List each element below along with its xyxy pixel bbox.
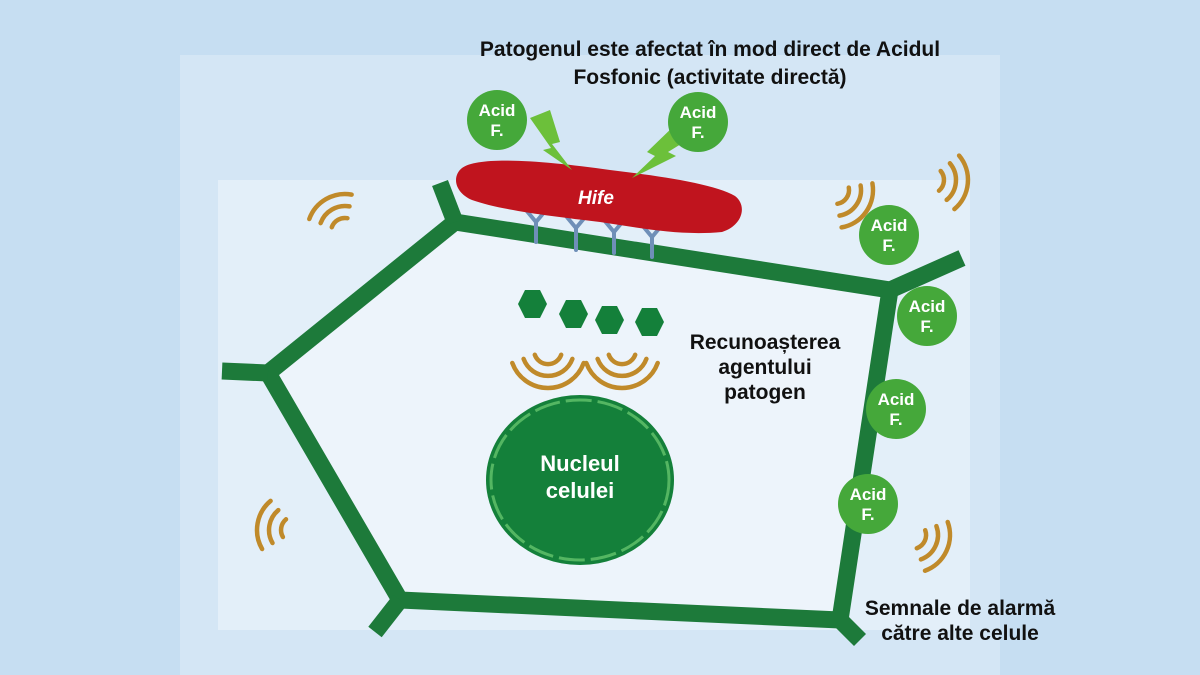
recognition-caption: Recunoașterea agentului patogen [665,330,865,405]
title-caption: Patogenul este afectat în mod direct de … [420,36,1000,92]
acid-label-line-2: F. [882,236,895,255]
signal-arc [329,215,350,230]
signal-arc [584,360,660,391]
signal-arcs-7 [914,519,953,573]
signal-arcs-3 [510,352,586,391]
signal-arcs-6 [936,153,971,212]
recognition-line-1: Recunoașterea [689,331,841,354]
signal-arc [254,498,273,552]
signal-arc [278,517,289,540]
acid-circle-1: Acid F. [467,90,527,150]
acid-label-line-1: Acid [878,390,915,409]
receptors [524,208,664,259]
signal-arc [510,360,586,391]
signal-arc [944,161,959,203]
cell-nucleus: Nucleul celulei [486,395,674,565]
title-line-2: Fosfonic (activitate directă) [573,66,847,89]
signal-arcs-1 [307,191,354,230]
signal-arc [595,356,649,379]
signal-arc [837,183,864,218]
signal-arc [839,181,876,230]
hexagon-3 [595,306,624,334]
signal-arc [266,507,281,546]
hexagon-1 [518,290,547,318]
signal-arc [835,185,852,207]
signal-arc [914,527,929,551]
acid-label-line-2: F. [691,123,704,142]
alarm-line-1: Semnale de alarmă [864,597,1056,620]
hyphae: Hife [456,160,742,234]
lightning-bolt-left [530,110,572,170]
alarm-caption: Semnale de alarmă către alte celule [835,596,1085,646]
signal-arc [922,519,953,573]
acid-circle-5: Acid F. [866,379,926,439]
receptor-2 [564,214,588,252]
acid-label-line-1: Acid [909,297,946,316]
recognition-line-2: agentului [718,356,812,379]
recognition-molecules [518,290,664,336]
hyphae-label: Hife [578,188,614,209]
acid-circle-6: Acid F. [838,474,898,534]
signal-arcs-2 [254,498,289,552]
acid-circle-2: Acid F. [668,92,728,152]
recognition-line-3: patogen [724,381,806,404]
acid-label-line-1: Acid [850,485,887,504]
title-line-1: Patogenul este afectat în mod direct de … [479,38,941,61]
acid-circle-4: Acid F. [897,286,957,346]
acid-label-line-1: Acid [479,101,516,120]
acid-label-line-2: F. [920,317,933,336]
alarm-signals [254,153,971,573]
signal-arc [918,523,941,562]
signal-arc [307,191,354,222]
signal-arc [521,356,575,379]
signal-arc [606,352,638,367]
signal-arc [318,203,352,226]
cell-wall [221,179,966,647]
hexagon-4 [635,308,664,336]
signal-arc [532,352,564,367]
alarm-line-2: către alte celule [881,622,1039,645]
acid-label-line-2: F. [490,121,503,140]
nucleus-label-line-2: celulei [546,478,614,503]
signal-arcs-4 [584,352,660,391]
signal-arcs-5 [835,181,876,230]
acid-label-line-1: Acid [680,103,717,122]
nucleus-label-line-1: Nucleul [540,451,619,476]
acid-label-line-1: Acid [871,216,908,235]
signal-arc [936,168,947,193]
acid-label-line-2: F. [889,410,902,429]
signal-arc [952,153,971,212]
hexagon-2 [559,300,588,328]
acid-circles: Acid F. Acid F. Acid F. Acid F. Acid F. … [467,90,957,534]
acid-circle-3: Acid F. [859,205,919,265]
acid-label-line-2: F. [861,505,874,524]
